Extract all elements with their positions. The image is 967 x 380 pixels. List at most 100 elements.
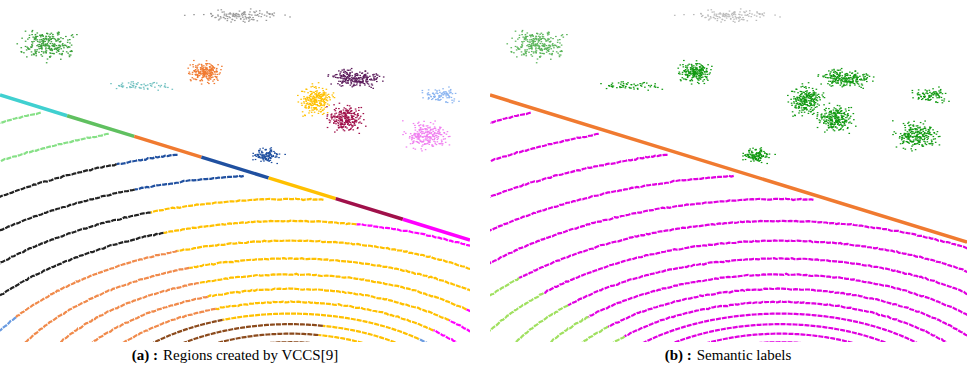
vegetation-points	[197, 77, 199, 78]
region-panel	[0, 8, 470, 342]
vegetation-points	[405, 133, 407, 134]
vegetation-points	[62, 38, 64, 39]
vegetation-points	[203, 73, 205, 74]
vegetation-points	[340, 125, 342, 126]
vegetation-points	[506, 43, 508, 44]
vegetation-points	[360, 82, 362, 83]
vegetation-points	[26, 56, 28, 57]
vegetation-points	[535, 38, 537, 39]
vegetation-points	[205, 71, 207, 72]
vegetation-points	[224, 18, 226, 19]
vegetation-points	[266, 12, 268, 13]
vegetation-points	[317, 105, 319, 106]
vegetation-points	[450, 92, 452, 93]
vegetation-points	[351, 79, 353, 80]
vegetation-points	[421, 146, 423, 147]
vegetation-points	[427, 137, 429, 138]
vegetation-points	[443, 139, 445, 140]
vegetation-points	[328, 74, 330, 75]
vegetation-points	[402, 134, 404, 135]
vegetation-points	[359, 75, 361, 76]
vegetation-points	[273, 12, 275, 13]
vegetation-points	[543, 53, 545, 54]
vegetation-points	[427, 125, 429, 126]
vegetation-points	[200, 73, 202, 74]
vegetation-points	[371, 83, 373, 84]
vegetation-points	[515, 31, 517, 32]
vegetation-points	[209, 66, 211, 67]
vegetation-points	[265, 153, 267, 154]
vegetation-points	[436, 91, 438, 92]
vegetation-points	[330, 83, 332, 84]
vegetation-points	[415, 129, 417, 130]
vegetation-points	[41, 39, 43, 40]
vegetation-points	[267, 159, 269, 160]
vegetation-points	[415, 149, 417, 150]
vegetation-points	[430, 137, 432, 138]
vegetation-points	[331, 94, 333, 95]
vegetation-points	[209, 71, 211, 72]
vegetation-points	[417, 123, 419, 124]
vegetation-points	[411, 139, 413, 140]
vegetation-points	[54, 49, 56, 50]
vegetation-points	[201, 73, 203, 74]
vegetation-points	[319, 92, 321, 93]
vegetation-points	[412, 141, 414, 142]
vegetation-points	[212, 70, 214, 71]
vegetation-points	[344, 72, 346, 73]
vegetation-points	[38, 48, 40, 49]
vegetation-points	[35, 39, 37, 40]
vegetation-points	[130, 84, 132, 85]
vegetation-points	[539, 37, 541, 38]
vegetation-points	[132, 81, 134, 82]
vegetation-points	[252, 19, 254, 20]
vegetation-points	[451, 97, 453, 98]
vegetation-points	[289, 16, 291, 17]
vegetation-points	[47, 45, 49, 46]
vegetation-points	[235, 15, 237, 16]
vegetation-points	[270, 150, 272, 151]
vegetation-points	[431, 137, 433, 138]
vegetation-points	[303, 96, 305, 97]
vegetation-points	[329, 97, 331, 98]
vegetation-points	[136, 83, 138, 84]
vegetation-points	[307, 92, 309, 93]
vegetation-points	[320, 100, 322, 101]
vegetation-points	[323, 105, 325, 106]
vegetation-points	[72, 34, 74, 35]
vegetation-points	[268, 153, 270, 154]
vegetation-points	[535, 51, 537, 52]
vegetation-points	[321, 94, 323, 95]
vegetation-points	[196, 68, 198, 69]
vegetation-points	[412, 135, 414, 136]
vegetation-points	[39, 39, 41, 40]
vegetation-points	[434, 97, 436, 98]
vegetation-points	[337, 116, 339, 117]
vegetation-points	[412, 143, 414, 144]
vegetation-points	[232, 14, 234, 15]
vegetation-points	[268, 156, 270, 157]
vegetation-points	[374, 79, 376, 80]
vegetation-points	[439, 127, 441, 128]
vegetation-points	[265, 149, 267, 150]
vegetation-points	[351, 77, 353, 78]
vegetation-points	[248, 14, 250, 15]
scan-ring	[318, 335, 368, 342]
vegetation-points	[535, 52, 537, 53]
vegetation-points	[314, 107, 316, 108]
vegetation-points	[311, 105, 313, 106]
vegetation-points	[343, 74, 345, 75]
vegetation-points	[336, 113, 338, 114]
vegetation-points	[242, 17, 244, 18]
vegetation-points	[41, 51, 43, 52]
vegetation-points	[350, 108, 352, 109]
vegetation-points	[331, 118, 333, 119]
vegetation-points	[122, 83, 124, 84]
vegetation-points	[366, 81, 368, 82]
vegetation-points	[527, 36, 529, 37]
vegetation-points	[438, 133, 440, 134]
vegetation-points	[547, 38, 549, 39]
vegetation-points	[203, 70, 205, 71]
vegetation-points	[430, 129, 432, 130]
vegetation-points	[49, 34, 51, 35]
